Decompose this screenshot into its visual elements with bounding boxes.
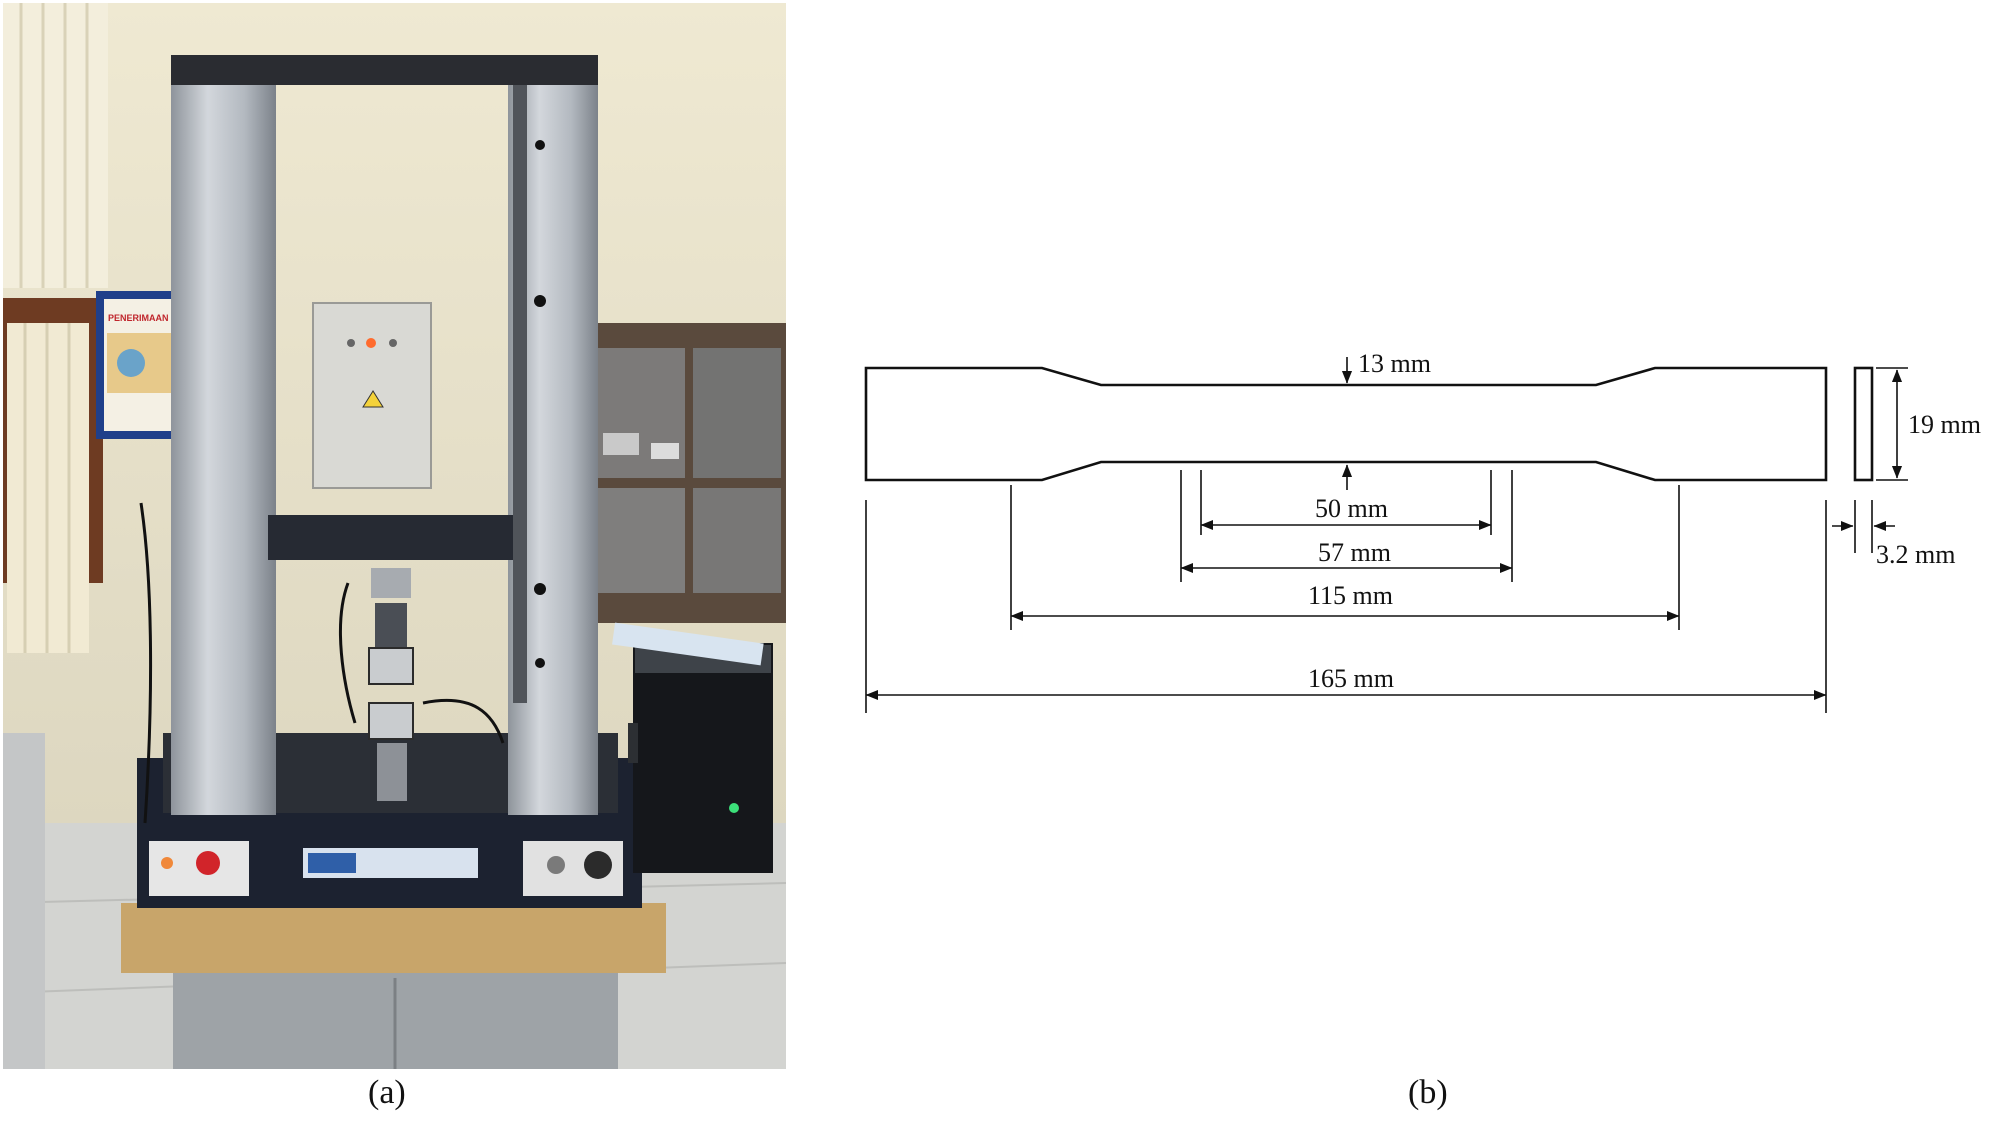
- papers: [612, 622, 764, 666]
- dim-label-165: 165 mm: [1308, 664, 1394, 693]
- warning-icon: [362, 390, 384, 408]
- lower-grip: [368, 702, 414, 740]
- caption-b: (b): [1408, 1074, 1448, 1111]
- moving-crosshead: [268, 515, 513, 560]
- upper-grip: [375, 603, 407, 648]
- power-led-icon: [729, 803, 739, 813]
- poster-sign-text: PENERIMAAN: [108, 313, 169, 323]
- caption-a: (a): [368, 1074, 406, 1111]
- left-column: [171, 55, 276, 815]
- dim-label-19: 19 mm: [1908, 410, 1981, 439]
- dial-icon: [584, 851, 612, 879]
- dim-label-13: 13 mm: [1358, 349, 1431, 378]
- indicator-light-icon: [366, 338, 376, 348]
- specimen-side-view: [1853, 366, 1874, 482]
- testing-machine-photo: PENERIMAAN: [3, 3, 786, 1069]
- load-cell: [371, 568, 411, 598]
- dim-label-3.2: 3.2 mm: [1876, 540, 1955, 569]
- column-scale: [513, 63, 527, 703]
- table-top: [121, 903, 666, 973]
- top-crosshead: [171, 55, 598, 85]
- curtain-top: [3, 3, 108, 288]
- dim-label-50: 50 mm: [1315, 494, 1388, 523]
- computer-tower: [633, 643, 773, 873]
- dim-label-115: 115 mm: [1308, 581, 1393, 610]
- dim-label-57: 57 mm: [1318, 538, 1391, 567]
- emergency-stop-icon: [196, 851, 220, 875]
- file-cabinet: [3, 733, 45, 1069]
- specimen-outline: [864, 366, 1828, 482]
